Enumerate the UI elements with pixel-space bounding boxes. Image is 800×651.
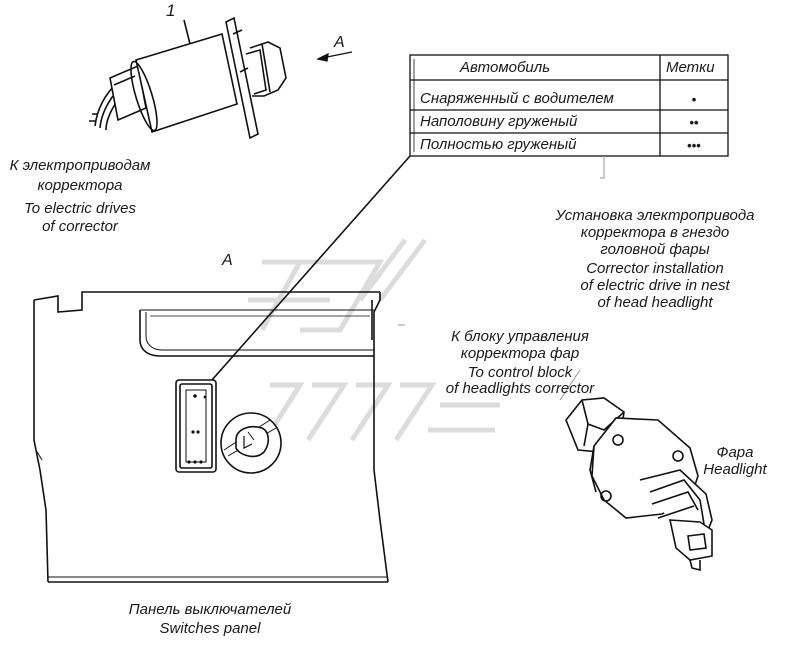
table-row-mark: •• (689, 115, 699, 130)
switch-position-marks (187, 394, 207, 464)
control-label-en-line1: To control block (467, 364, 573, 381)
table-row-vehicle: Полностью груженый (420, 136, 577, 153)
table-header-marks: Метки (666, 59, 715, 76)
install-label-en-line3: of head headlight (597, 294, 713, 311)
panel-view-a-label: A (222, 252, 233, 269)
view-a-label: A (334, 34, 345, 51)
headlight-label-en: Headlight (703, 461, 767, 478)
drives-label-en-line2: of corrector (42, 218, 118, 235)
control-label-en-line2: of headlights corrector (445, 380, 595, 397)
view-arrow-a (316, 51, 353, 62)
headlight-drawing (565, 397, 713, 572)
drives-label-en-line1: To electric drives (24, 200, 136, 217)
install-label-ru-line2: корректора в гнездо (580, 224, 730, 241)
headlight-label-ru: Фара (716, 444, 754, 461)
panel-label-ru: Панель выключателей (128, 601, 292, 618)
drives-label-ru-line2: корректора (37, 177, 123, 194)
watermark-logo (248, 238, 500, 442)
switches-panel-drawing (33, 291, 389, 583)
install-label-en-line2: of electric drive in nest (580, 277, 730, 294)
table-row-mark: ••• (687, 138, 701, 153)
control-label-ru-line1: К блоку управления (451, 328, 589, 345)
table-header-vehicle: Автомобиль (460, 59, 551, 76)
marks-table-grid (409, 54, 729, 157)
panel-label-en: Switches panel (159, 620, 261, 637)
install-label-ru-line3: головной фары (600, 241, 710, 258)
table-row-vehicle: Снаряженный с водителем (420, 90, 614, 107)
table-row-mark: • (691, 92, 697, 107)
corrector-drive-drawing (89, 16, 287, 140)
install-label-ru-line1: Установка электропривода (555, 207, 755, 224)
item-number-label: 1 (166, 1, 176, 20)
install-label-en-line1: Corrector installation (586, 260, 724, 277)
drives-label-ru-line1: К электроприводам (9, 157, 151, 174)
control-label-ru-line2: корректора фар (460, 345, 580, 362)
leader-lines (398, 156, 605, 401)
table-row-vehicle: Наполовину груженый (420, 113, 578, 130)
